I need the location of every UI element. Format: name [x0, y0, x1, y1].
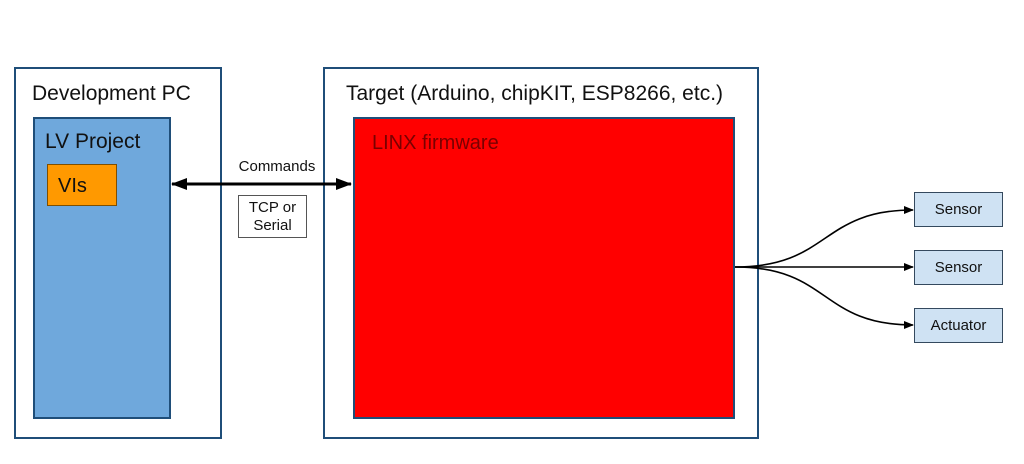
vis-box — [47, 164, 117, 206]
lv-project-box — [33, 117, 171, 419]
wire-to-sensor-1 — [734, 206, 914, 268]
vis-label: VIs — [58, 175, 87, 197]
sensor-box-2: Sensor — [914, 250, 1003, 285]
transport-box: TCP or Serial — [238, 195, 307, 238]
linx-firmware-box — [353, 117, 735, 419]
lv-project-title: LV Project — [45, 130, 141, 153]
transport-label: TCP or Serial — [248, 198, 297, 234]
linx-firmware-label: LINX firmware — [372, 132, 499, 154]
target-title: Target (Arduino, chipKIT, ESP8266, etc.) — [346, 82, 724, 105]
wire-to-actuator — [734, 266, 914, 329]
actuator-box: Actuator — [914, 308, 1003, 343]
commands-label: Commands — [238, 158, 316, 175]
sensor-box-1: Sensor — [914, 192, 1003, 227]
development-pc-title: Development PC — [32, 82, 191, 105]
